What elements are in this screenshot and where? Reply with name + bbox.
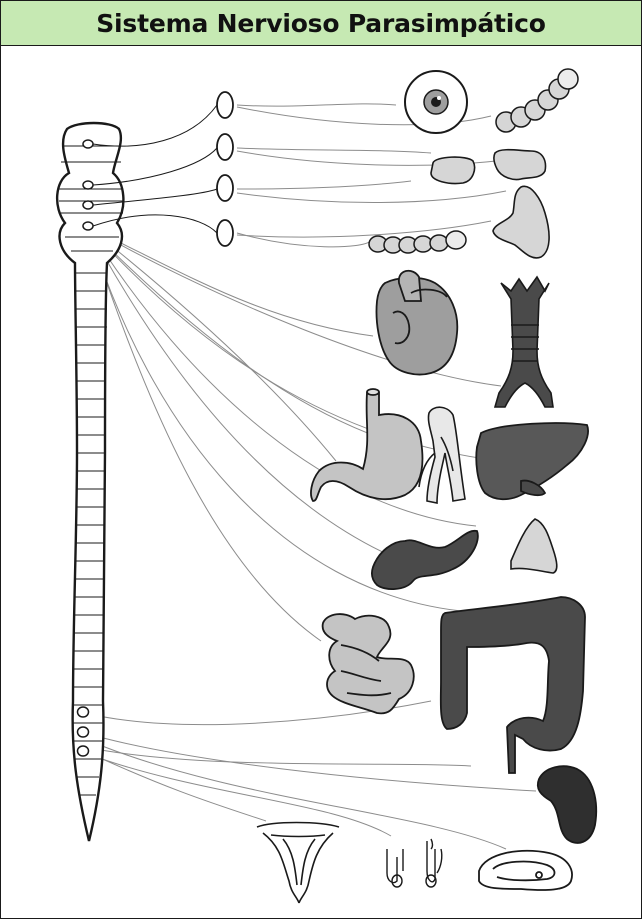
title-bar: Sistema Nervioso Parasimpático — [1, 1, 641, 46]
nasal-gland-icon — [431, 157, 475, 183]
vessel-icon — [419, 407, 465, 503]
nerve-smallint — [88, 227, 321, 641]
page-title: Sistema Nervioso Parasimpático — [96, 9, 546, 38]
pancreas-icon — [372, 531, 478, 589]
nerve-bladder — [85, 739, 506, 849]
nerve-sublingual-a — [237, 191, 506, 203]
ganglion-ciliary — [217, 92, 233, 118]
uterus-icon — [257, 823, 339, 904]
parotid-gland-icon — [494, 150, 546, 180]
eye-icon — [405, 71, 467, 133]
genital-icon — [387, 839, 442, 887]
nerve-pancreas — [88, 227, 391, 556]
stomach-icon — [311, 389, 422, 501]
nerve-fibers — [85, 104, 536, 849]
parasympathetic-diagram — [1, 46, 641, 918]
rectum-icon — [538, 766, 596, 843]
nerve-stomach — [88, 227, 336, 461]
nerve-rectum — [85, 733, 536, 791]
ganglion-otic — [217, 175, 233, 201]
ganglion-pterygopalatine — [217, 134, 233, 160]
intestine-icon — [323, 614, 414, 713]
nerve-submand — [237, 181, 411, 189]
heart-icon — [377, 271, 458, 375]
nuclei-sacral — [78, 707, 89, 756]
submandibular-gland-icon — [493, 186, 549, 258]
nerve-sublingual-b — [237, 233, 371, 247]
cranial-ganglia — [217, 92, 233, 246]
spinal-cord — [57, 105, 217, 841]
nerve-rectum-b — [85, 747, 471, 766]
gallbladder-icon — [511, 519, 557, 573]
nerve-eye — [237, 104, 396, 106]
trachea-icon — [495, 277, 553, 407]
nerve-nasal — [237, 148, 431, 153]
colon-icon — [441, 597, 585, 773]
nerve-genitals — [85, 753, 391, 836]
liver-icon — [476, 423, 588, 499]
lacrimal-gland-icon — [496, 69, 578, 132]
spinal-cord-outline — [57, 123, 123, 841]
bladder-icon — [479, 851, 572, 890]
ganglion-submandibular — [217, 220, 233, 246]
